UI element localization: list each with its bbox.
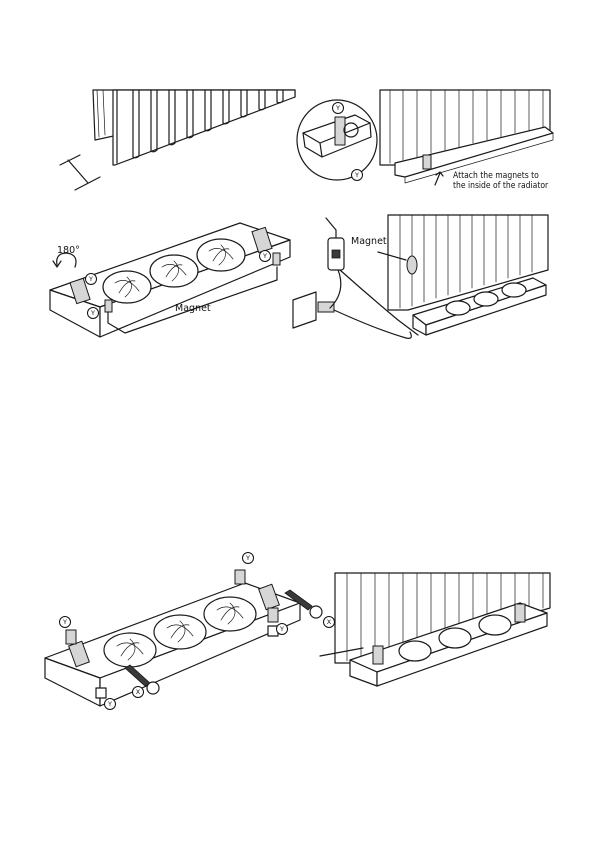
figure-mounted-unit bbox=[315, 568, 555, 698]
figure-attach-magnets: Y Y Attach the magnets to the inside of … bbox=[295, 85, 555, 195]
magnet-label: Magnet bbox=[175, 303, 211, 314]
magnet-label: Magnet bbox=[351, 236, 387, 247]
figure-exploded-parts: Y Y Y Y X X bbox=[40, 548, 340, 713]
badge-y: Y bbox=[87, 307, 99, 319]
badge-y: Y bbox=[276, 623, 288, 635]
badge-y: Y bbox=[242, 552, 254, 564]
rotation-label: 180° bbox=[57, 245, 80, 256]
badge-y: Y bbox=[85, 273, 97, 285]
figure-power-connection: Magnet bbox=[288, 210, 553, 350]
badge-x: X bbox=[132, 686, 144, 698]
attach-magnets-callout-line2: the inside of the radiator bbox=[453, 181, 548, 191]
badge-y: Y bbox=[59, 616, 71, 628]
badge-y: Y bbox=[259, 250, 271, 262]
badge-y: Y bbox=[104, 698, 116, 710]
figure-rotate-magnets: 180° Y Y Y Magnet bbox=[45, 215, 295, 345]
figure-radiator-gap bbox=[55, 85, 300, 195]
badge-y: Y bbox=[332, 102, 344, 114]
attach-magnets-callout-line1: Attach the magnets to bbox=[453, 171, 539, 181]
badge-y: Y bbox=[351, 169, 363, 181]
